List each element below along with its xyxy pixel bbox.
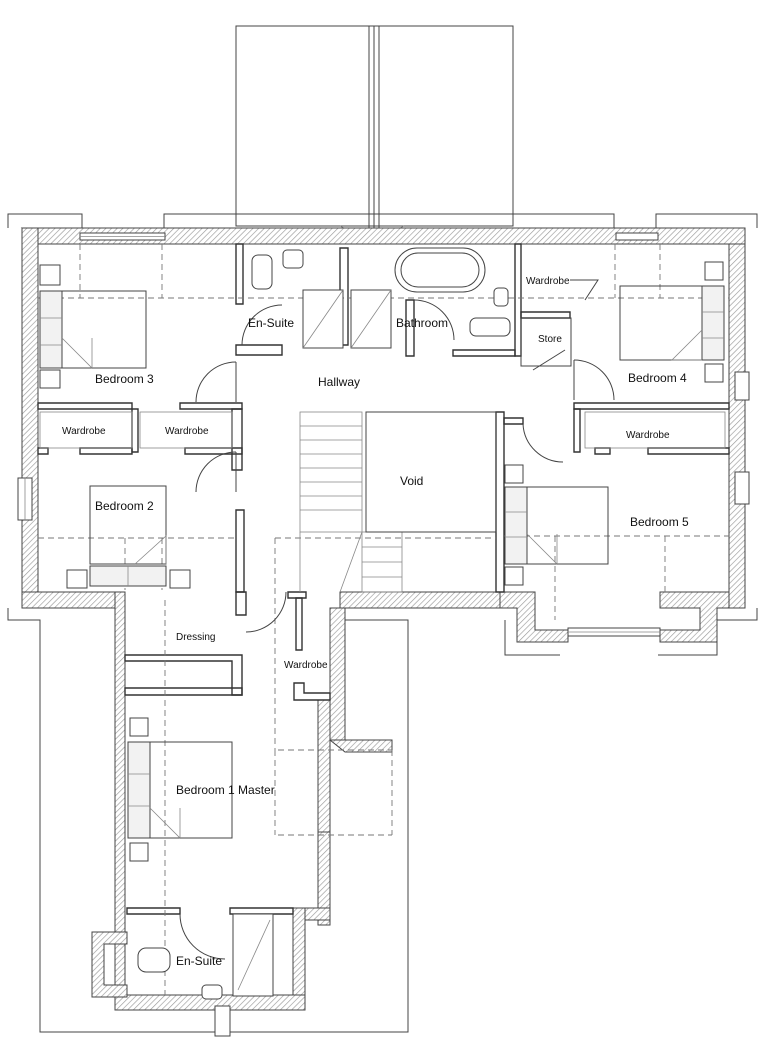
label-store: Store <box>538 334 562 345</box>
label-dressing: Dressing <box>176 632 215 643</box>
room-labels: Bedroom 3 Bedroom 4 Bedroom 2 Bedroom 5 … <box>62 276 689 968</box>
bathroom-fixtures <box>137 247 511 1000</box>
label-bedroom-5: Bedroom 5 <box>630 515 689 529</box>
label-wardrobe-bed5: Wardrobe <box>626 430 670 441</box>
label-wardrobe-top-right: Wardrobe <box>526 276 570 287</box>
label-wardrobe-master: Wardrobe <box>284 660 328 671</box>
label-ensuite-top: En-Suite <box>248 316 294 330</box>
label-bedroom-2: Bedroom 2 <box>95 499 154 513</box>
staircase <box>299 411 497 593</box>
label-bathroom: Bathroom <box>396 316 448 330</box>
rear-roof-projection <box>235 25 514 244</box>
label-bedroom-3: Bedroom 3 <box>95 372 154 386</box>
label-wardrobe-bed3-left: Wardrobe <box>62 426 106 437</box>
label-bedroom-1-master: Bedroom 1 Master <box>176 783 275 797</box>
label-bedroom-4: Bedroom 4 <box>628 371 687 385</box>
label-hallway: Hallway <box>318 375 360 389</box>
door-swings <box>179 279 615 960</box>
external-walls <box>20 227 746 1011</box>
label-ensuite-bottom: En-Suite <box>176 954 222 968</box>
furniture-beds <box>39 261 725 862</box>
roof-slope-lines <box>38 244 729 995</box>
store-outline <box>39 317 726 449</box>
label-void: Void <box>400 474 423 488</box>
windows <box>17 232 750 1037</box>
label-wardrobe-bed3-right: Wardrobe <box>165 426 209 437</box>
